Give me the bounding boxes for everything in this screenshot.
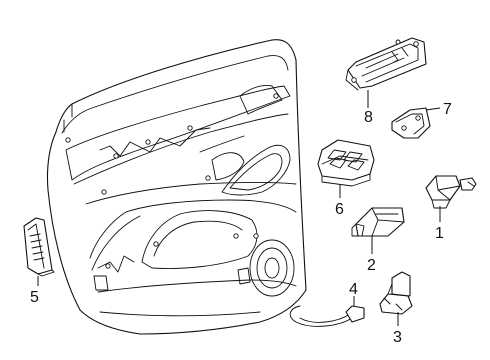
leader-7 bbox=[425, 107, 441, 111]
callout-6: 6 bbox=[335, 201, 344, 218]
part-8-handle-bracket bbox=[345, 37, 427, 91]
callout-5: 5 bbox=[30, 289, 39, 306]
door-trim-panel bbox=[46, 39, 307, 335]
callout-1: 1 bbox=[435, 225, 444, 242]
part-6-window-switch bbox=[317, 139, 375, 187]
part-1-sensor bbox=[425, 175, 477, 209]
part-7-bracket bbox=[391, 107, 431, 139]
callout-4: 4 bbox=[349, 281, 358, 298]
callout-3: 3 bbox=[393, 329, 402, 346]
part-2-module bbox=[351, 207, 405, 237]
callout-7: 7 bbox=[443, 101, 452, 118]
part-5-cover bbox=[23, 217, 55, 277]
callout-8: 8 bbox=[364, 109, 373, 126]
part-3-connector bbox=[379, 271, 413, 315]
callout-2: 2 bbox=[367, 257, 376, 274]
part-4-harness bbox=[289, 305, 365, 327]
